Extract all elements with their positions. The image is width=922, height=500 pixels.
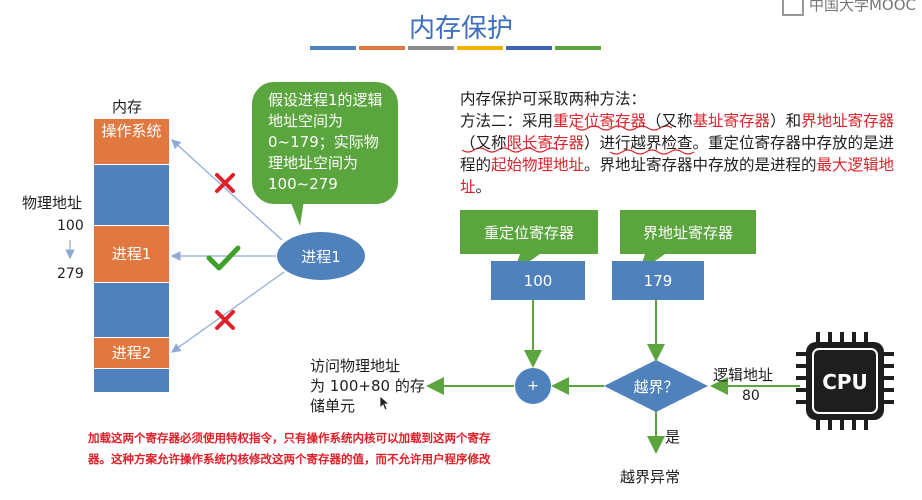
privilege-note: 加载这两个寄存器必须使用特权指令，只有操作系统内核可以加载到这两个寄存器。这种方… (88, 431, 491, 466)
memory-proc2-block: 进程2 (94, 337, 169, 369)
logic-addr-label: 逻辑地址 (713, 366, 774, 384)
page-title: 内存保护 (408, 14, 513, 44)
phys-addr-label: 物理地址 (22, 194, 83, 212)
phys-end-value: 279 (57, 266, 84, 282)
reloc-register-label: 重定位寄存器 (460, 210, 598, 254)
limit-register-value: 179 (612, 261, 704, 300)
reloc-register-value: 100 (491, 261, 585, 300)
title-stripe-3 (408, 46, 454, 50)
process-node: 进程1 (277, 232, 365, 280)
title-stripe-2 (359, 46, 405, 50)
access-line-proc2 (171, 271, 285, 353)
access-description: 访问物理地址 为 100+80 的存 储单元 (310, 357, 425, 415)
mouse-cursor-icon (379, 395, 391, 411)
check-icon (206, 245, 241, 271)
mooc-logo-icon (782, 0, 804, 16)
exception-label: 越界异常 (620, 468, 681, 486)
access-line-os (171, 139, 283, 241)
brand-watermark: 中国大学MOOC (808, 0, 916, 14)
method-body: 方法二：采用重定位寄存器（又称基址寄存器）和界地址寄存器（又称限长寄存器）进行越… (460, 112, 895, 196)
limit-register-label: 界地址寄存器 (620, 210, 756, 254)
phys-start-value: 100 (57, 218, 84, 234)
title-stripe-1 (310, 46, 356, 50)
title-stripe-4 (457, 46, 503, 50)
title-stripe-5 (506, 46, 552, 50)
logic-addr-value: 80 (742, 388, 760, 404)
title-stripe-6 (555, 46, 601, 50)
memory-label: 内存 (112, 98, 143, 116)
assumption-callout: 假设进程1的逻辑地址空间为 0~179；实际物理地址空间为 100~279 (252, 82, 398, 204)
memory-proc1-block: 进程1 (94, 225, 169, 283)
cpu-chip-icon (796, 332, 894, 430)
bounds-check-label: 越界？ (633, 378, 679, 396)
memory-free-block (94, 369, 169, 392)
cpu-label: CPU (822, 370, 868, 394)
method-description: 内存保护可采取两种方法： 方法二：采用重定位寄存器（又称基址寄存器）和界地址寄存… (460, 88, 900, 198)
cross-icon (215, 173, 235, 193)
memory-free-block (94, 283, 169, 337)
method-intro: 内存保护可采取两种方法： (460, 90, 647, 108)
memory-free-block (94, 165, 169, 225)
memory-os-block: 操作系统 (94, 118, 169, 165)
cross-icon (215, 310, 235, 330)
bounds-check-diamond (604, 360, 708, 412)
yes-label: 是 (665, 428, 681, 446)
adder-node: + (515, 368, 551, 404)
